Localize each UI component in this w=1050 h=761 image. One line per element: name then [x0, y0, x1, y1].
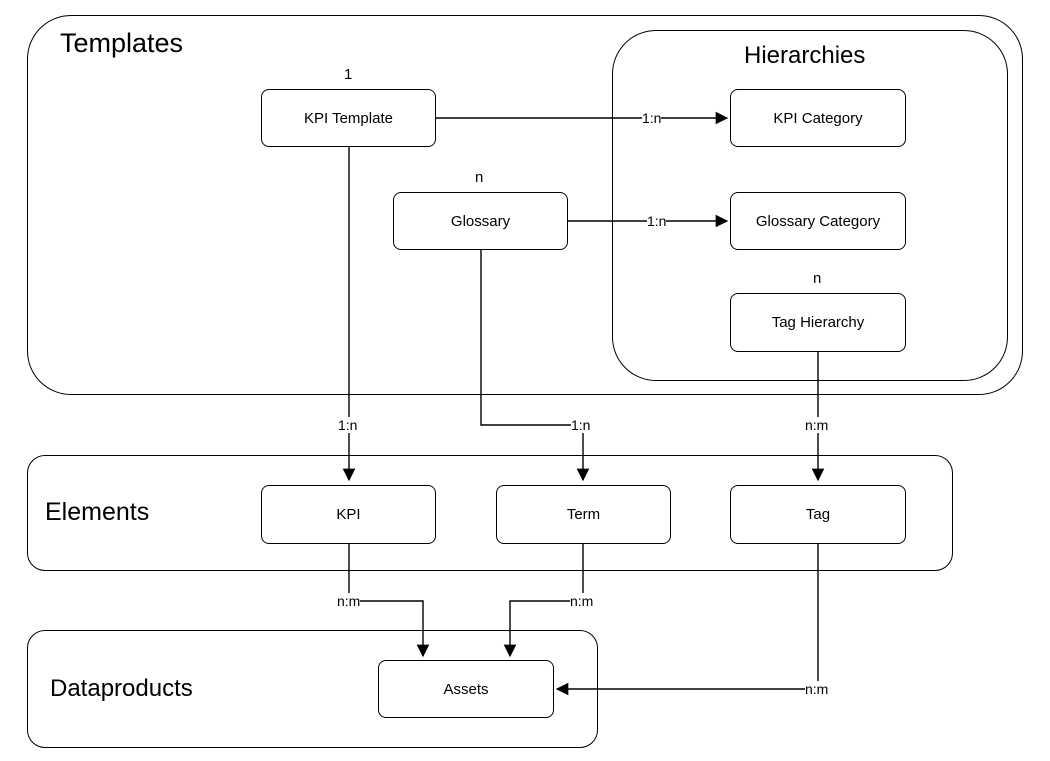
- tag-hierarchy-cardinality: n: [813, 270, 822, 287]
- edge-label-term-assets: n:m: [570, 593, 594, 609]
- edge-label-glossary-glossary-category: 1:n: [647, 213, 667, 229]
- elements-group-title: Elements: [45, 498, 150, 526]
- term-node[interactable]: Term: [496, 485, 671, 544]
- edge-label-tag-assets: n:m: [805, 681, 829, 697]
- kpi-template-node[interactable]: KPI Template: [261, 89, 436, 147]
- edge-label-kpi-template-kpi-category: 1:n: [642, 110, 662, 126]
- dataproducts-group-title: Dataproducts: [50, 675, 193, 702]
- hierarchies-group-title: Hierarchies: [744, 42, 866, 69]
- edge-label-kpi-assets: n:m: [337, 593, 361, 609]
- kpi-category-node[interactable]: KPI Category: [730, 89, 906, 147]
- tag-hierarchy-node[interactable]: Tag Hierarchy: [730, 293, 906, 352]
- kpi-node[interactable]: KPI: [261, 485, 436, 544]
- edge-kpi-to-assets: [348, 544, 430, 658]
- edge-label-tag-hierarchy-tag: n:m: [805, 417, 829, 433]
- glossary-node[interactable]: Glossary: [393, 192, 568, 250]
- templates-group-title: Templates: [60, 28, 184, 58]
- tag-node[interactable]: Tag: [730, 485, 906, 544]
- assets-node[interactable]: Assets: [378, 660, 554, 718]
- glossary-cardinality: n: [475, 169, 484, 186]
- edge-term-to-assets: [503, 544, 584, 658]
- edge-label-kpi-template-kpi: 1:n: [338, 417, 358, 433]
- edge-label-glossary-term: 1:n: [571, 417, 591, 433]
- edge-glossary-to-term: [480, 250, 590, 482]
- edge-tag-to-assets: [555, 544, 819, 696]
- kpi-template-cardinality: 1: [344, 66, 353, 83]
- glossary-category-node[interactable]: Glossary Category: [730, 192, 906, 250]
